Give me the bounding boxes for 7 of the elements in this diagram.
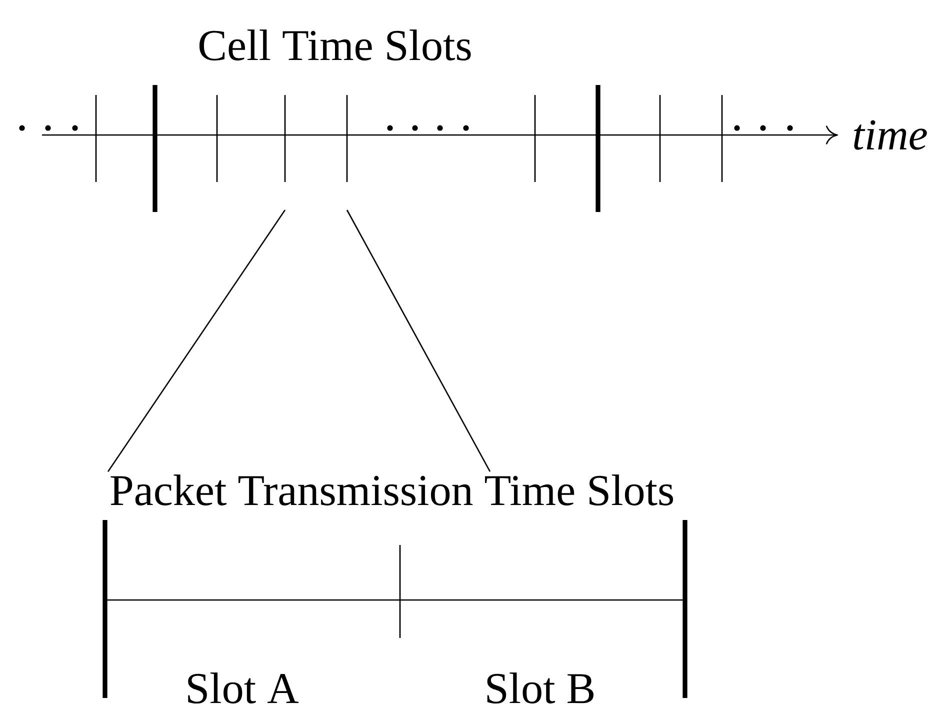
heading: Packet Transmission Time Slots [110, 474, 674, 506]
leader-line [107, 210, 286, 472]
slot-label: Slot A [188, 672, 299, 704]
leader-line [346, 210, 491, 472]
slot-label: Slot B [487, 672, 594, 704]
heading: Cell Time Slots [199, 30, 471, 60]
time-label: time [854, 120, 927, 150]
